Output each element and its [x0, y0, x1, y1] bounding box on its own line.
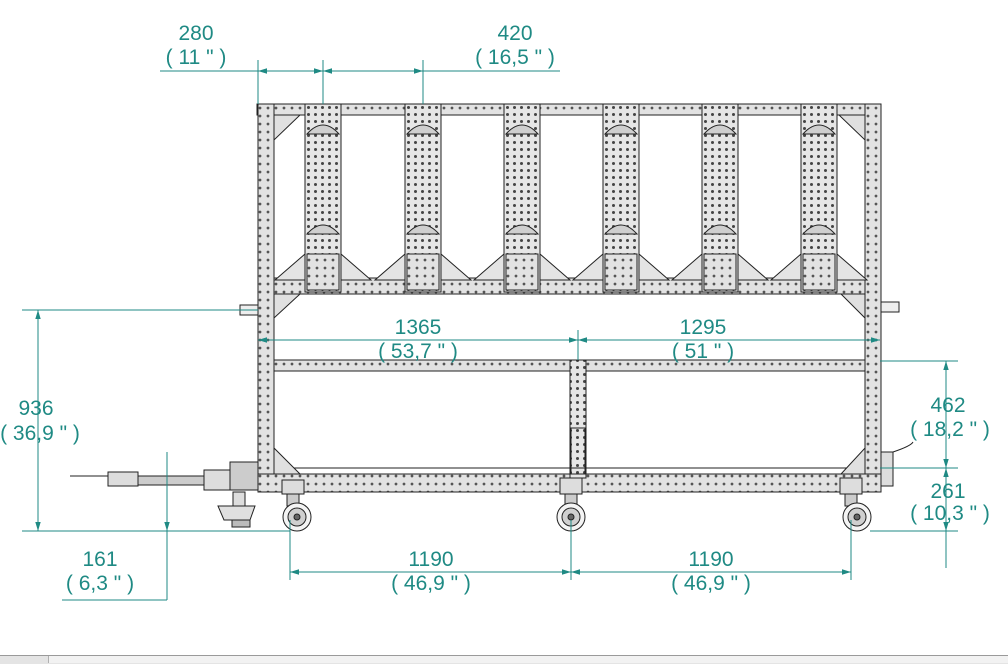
dim-1295-value: 1295 [680, 316, 727, 339]
dim-1365-inch: ( 53,7 " ) [378, 340, 458, 363]
dim-936-value: 936 [18, 397, 53, 420]
dim-936-inch: ( 36,9 " ) [0, 422, 80, 445]
dim-261-inch: ( 10,3 " ) [910, 502, 990, 525]
dim-462-inch: ( 18,2 " ) [910, 418, 990, 441]
holder-column [769, 103, 869, 293]
scrollbar-thumb[interactable] [48, 656, 1008, 663]
horizontal-scrollbar[interactable] [0, 655, 1008, 664]
holder-column [571, 103, 671, 293]
dim-420-inch: ( 16,5 " ) [475, 46, 555, 69]
dim-1365-value: 1365 [395, 316, 442, 339]
dim-420-value: 420 [497, 22, 532, 45]
dim-1190a-value: 1190 [408, 548, 453, 571]
holder-column [472, 103, 572, 293]
dim-161-value: 161 [82, 548, 117, 571]
dim-280-value: 280 [178, 22, 213, 45]
dimension-labels: 280 ( 11 " ) 420 ( 16,5 " ) 936 ( 36,9 "… [0, 22, 990, 595]
dimension-lines [22, 60, 958, 601]
holder-column [373, 103, 473, 293]
right-post [864, 103, 882, 490]
top-rail [256, 103, 881, 116]
dim-462-value: 462 [930, 394, 965, 417]
dim-161-inch: ( 6,3 " ) [66, 572, 134, 595]
dim-1190b-inch: ( 46,9 " ) [671, 572, 751, 595]
holder-column [670, 103, 770, 293]
holder-column [273, 103, 373, 293]
dim-1190a-inch: ( 46,9 " ) [391, 572, 471, 595]
dim-261-value: 261 [930, 480, 965, 503]
tow-bar [70, 461, 259, 491]
rear-handle [880, 441, 914, 487]
floor-brake [217, 491, 256, 528]
dim-1190b-value: 1190 [688, 548, 733, 571]
dim-280-inch: ( 11 " ) [166, 46, 227, 69]
left-post [257, 103, 275, 490]
caster-wheel [556, 477, 586, 532]
caster-wheel [839, 477, 872, 532]
dim-1295-inch: ( 51 " ) [672, 340, 734, 363]
